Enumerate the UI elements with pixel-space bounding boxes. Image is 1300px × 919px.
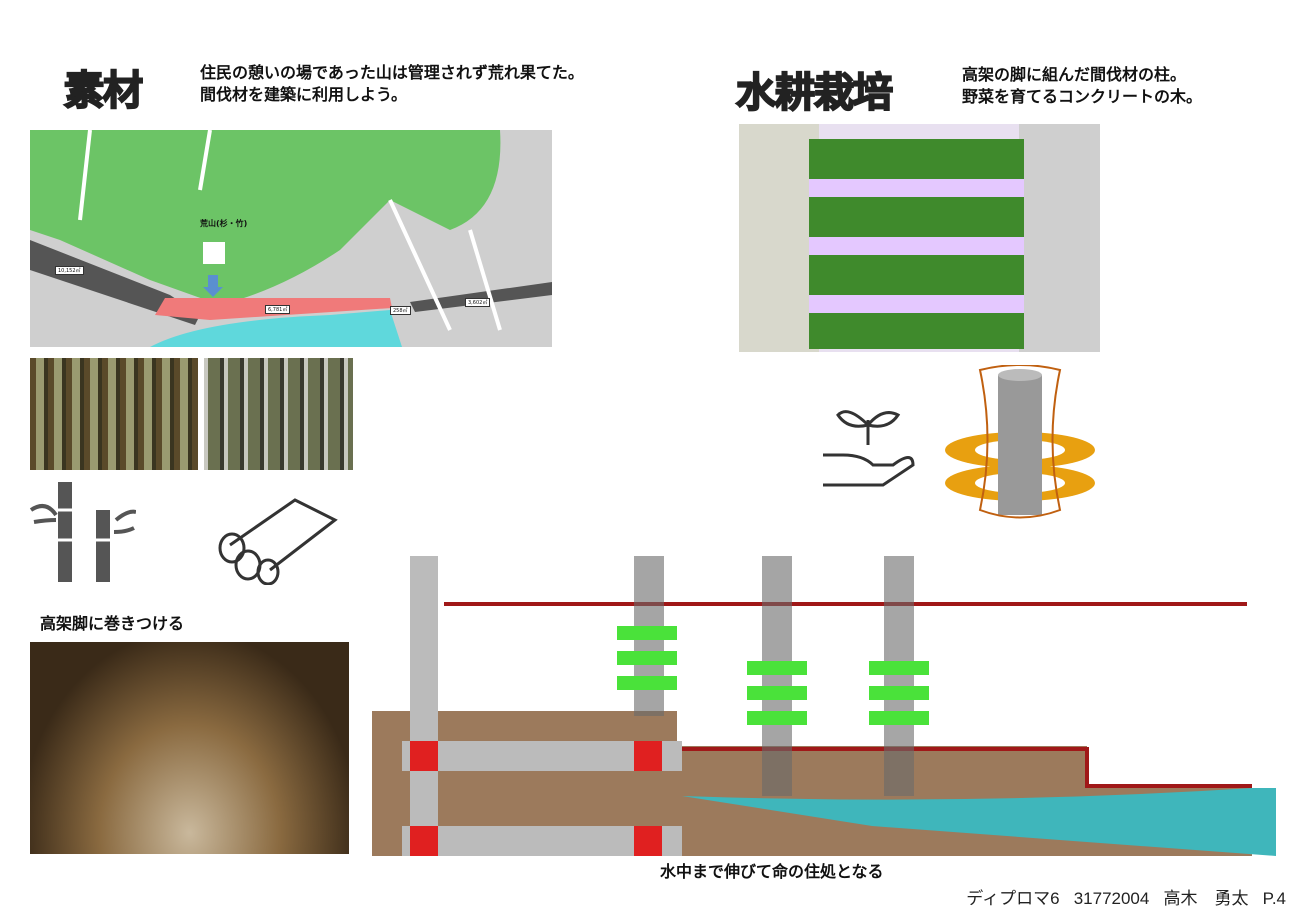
parcel-label: 6,781㎡ bbox=[265, 305, 291, 314]
materials-title: 素材 bbox=[63, 67, 144, 115]
logs-icon bbox=[218, 498, 338, 585]
wrap-caption: 高架脚に巻きつける bbox=[40, 614, 185, 633]
desc-line: 住民の憩いの場であった山は管理されず荒れ果てた。 bbox=[200, 63, 584, 82]
section-caption: 水中まで伸びて命の住処となる bbox=[660, 862, 884, 881]
parcel-label: 258㎡ bbox=[390, 306, 411, 315]
desc-line: 間伐材を建築に利用しよう。 bbox=[200, 85, 408, 104]
parcel-label: 3,602㎡ bbox=[465, 298, 491, 307]
hydroponics-description: 高架の脚に組んだ間伐材の柱。 野菜を育てるコンクリートの木。 bbox=[962, 64, 1202, 108]
materials-description: 住民の憩いの場であった山は管理されず荒れ果てた。 間伐材を建築に利用しよう。 bbox=[200, 62, 584, 106]
site-map: 荒山(杉・竹) 10,152㎡ 6,781㎡ 258㎡ 3,602㎡ bbox=[30, 130, 552, 347]
planted-column-icon bbox=[945, 365, 1095, 519]
cedar-forest-photo bbox=[204, 358, 353, 470]
bamboo-forest-photo bbox=[30, 358, 198, 470]
footer-info: ディプロマ6 31772004 高木 勇太 P.4 bbox=[966, 889, 1286, 908]
desc-line: 高架の脚に組んだ間伐材の柱。 bbox=[962, 65, 1187, 84]
plant-in-hand-icon bbox=[823, 410, 915, 487]
bamboo-pavilion-photo bbox=[30, 642, 349, 854]
parcel-label: 10,152㎡ bbox=[55, 266, 84, 275]
hydroponic-farm-photo bbox=[739, 124, 1100, 352]
section-drawing bbox=[372, 556, 1276, 856]
desc-line: 野菜を育てるコンクリートの木。 bbox=[962, 87, 1203, 106]
map-area-label: 荒山(杉・竹) bbox=[200, 219, 248, 228]
hydroponics-title: 水耕栽培 bbox=[735, 69, 894, 117]
bamboo-icon bbox=[29, 482, 136, 582]
